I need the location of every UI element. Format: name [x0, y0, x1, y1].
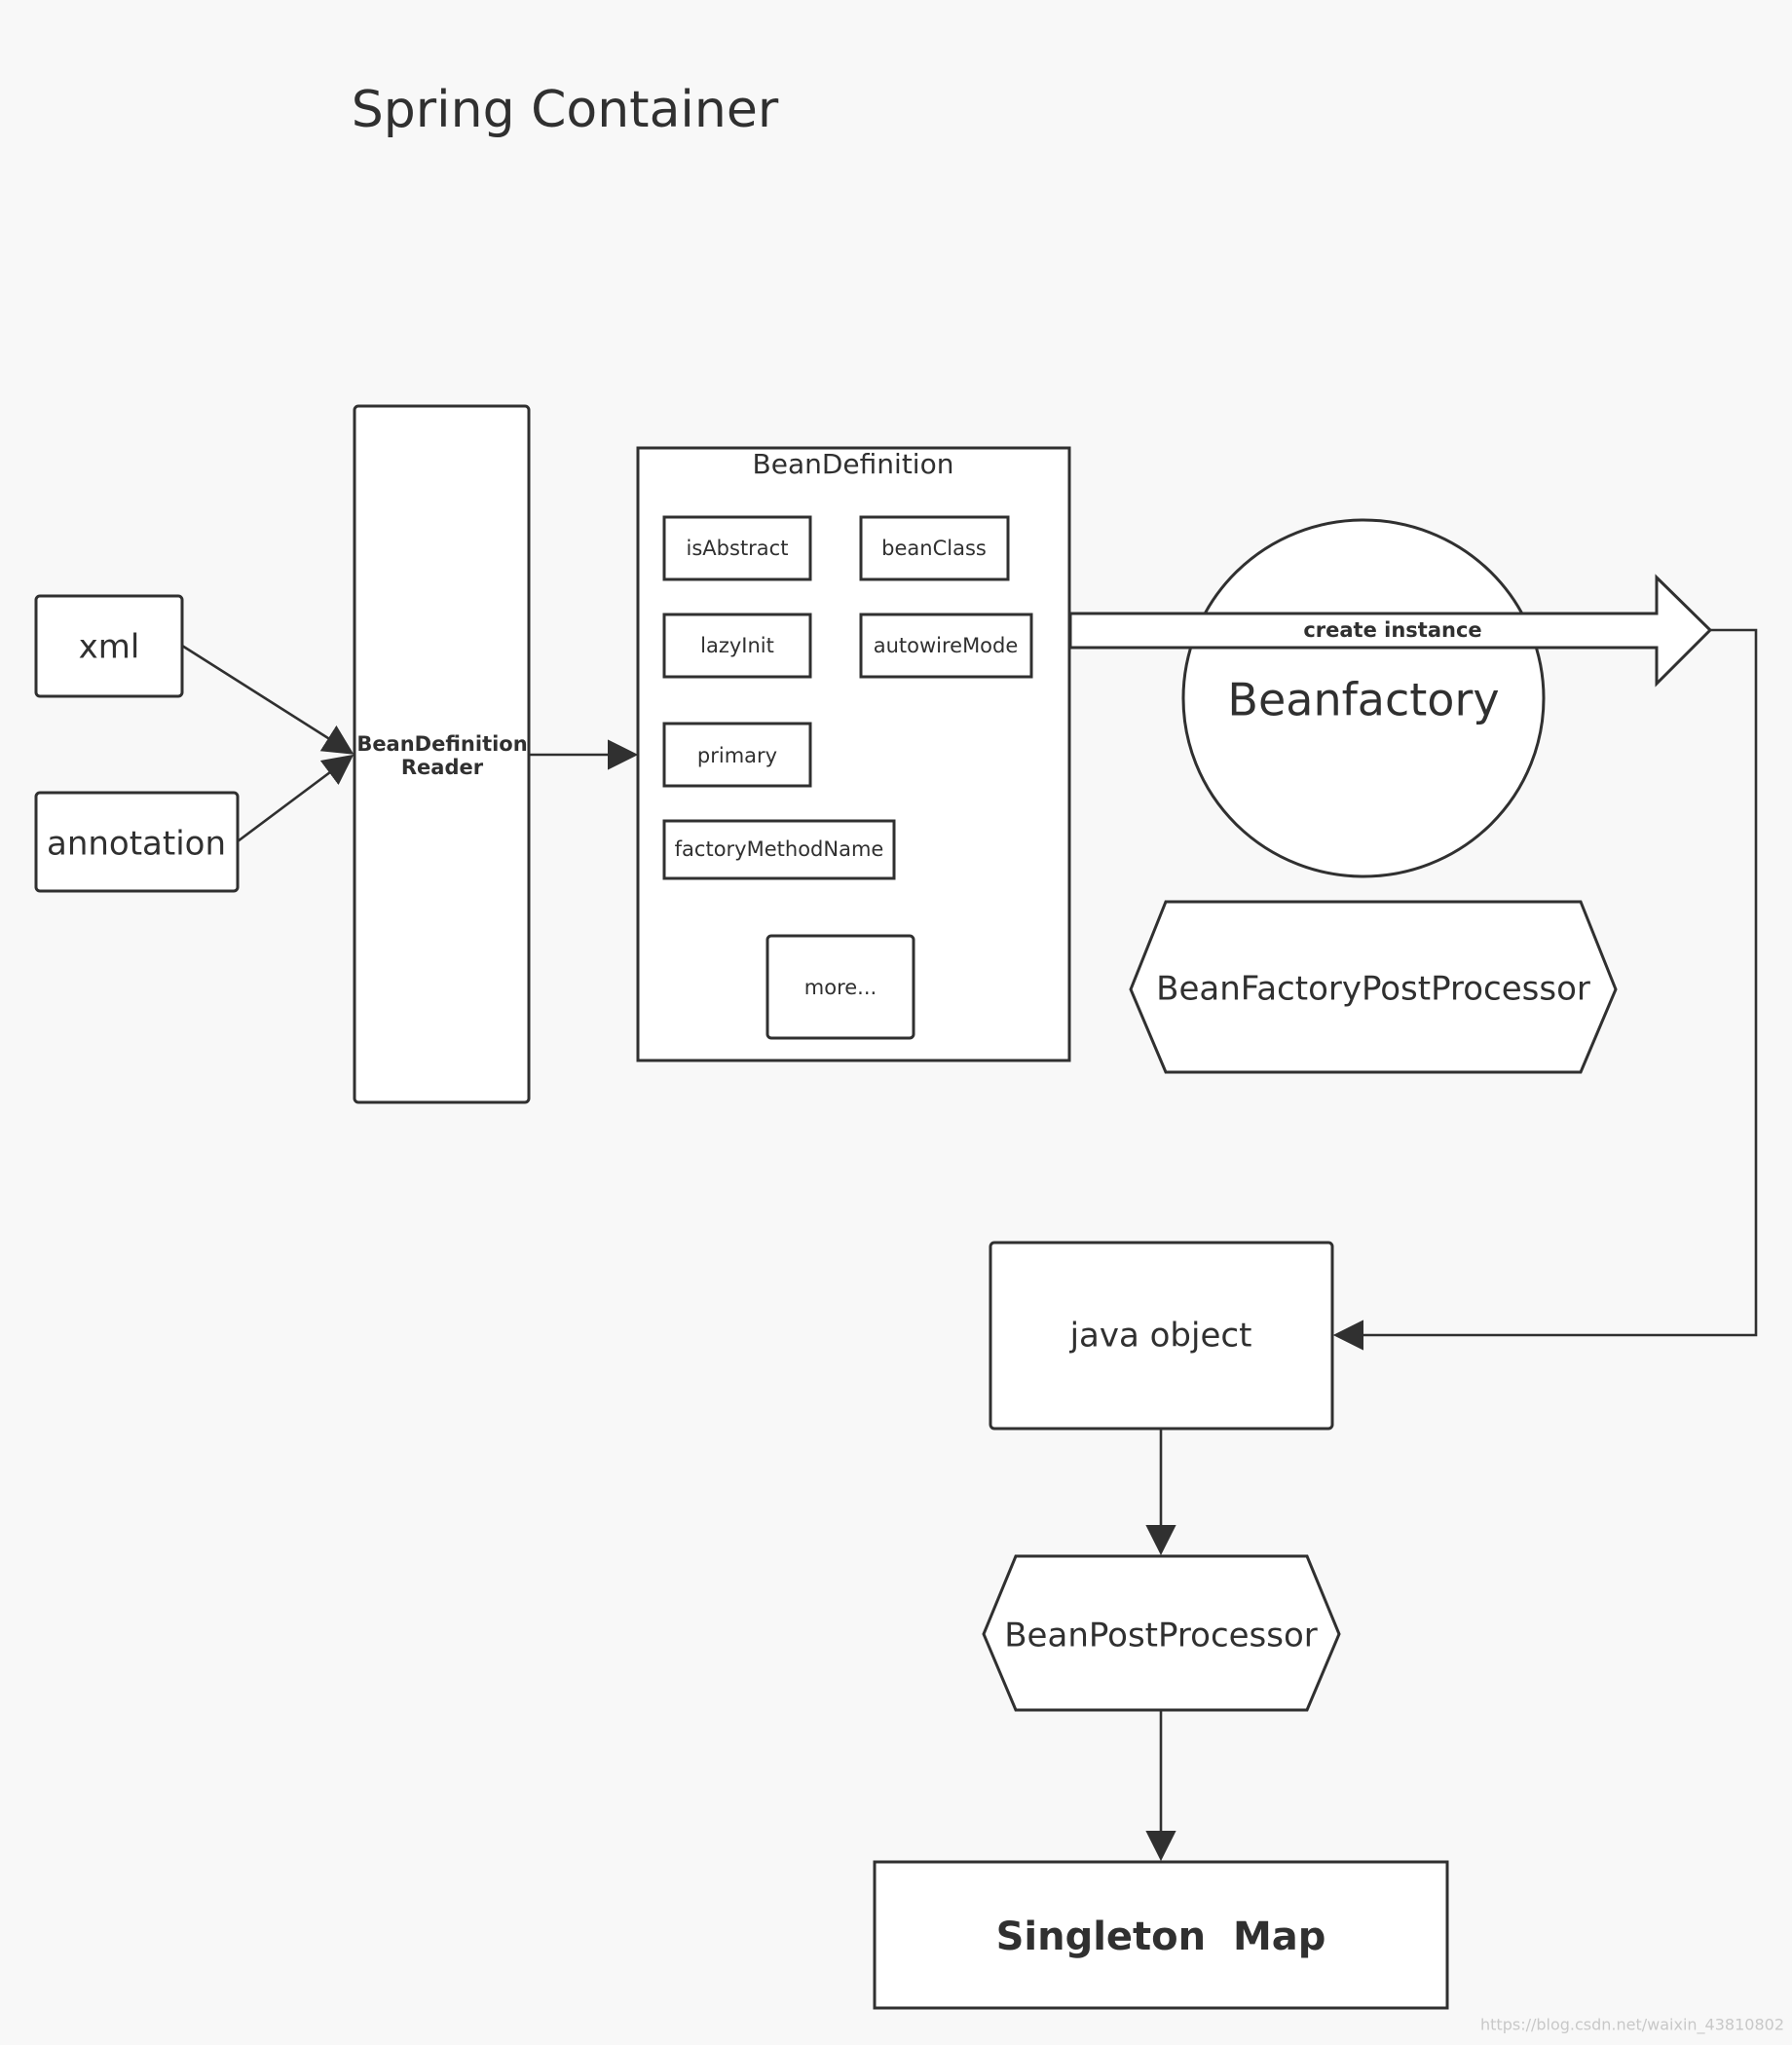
- factory-method-name-field: factoryMethodName: [662, 819, 896, 880]
- bean-definition-node: BeanDefinition isAbstract beanClass lazy…: [636, 446, 1071, 1062]
- bean-factory-label: Beanfactory: [1227, 674, 1499, 726]
- bean-class-field: beanClass: [859, 515, 1010, 581]
- bean-class-field-label: beanClass: [881, 537, 987, 560]
- factory-method-name-field-label: factoryMethodName: [675, 837, 884, 861]
- singleton-map-box: [873, 1860, 1449, 2010]
- xml-source-node: xml: [34, 594, 184, 698]
- annotation-to-reader-arrow: [237, 754, 355, 843]
- create-instance-arrow: create instance: [1068, 574, 1713, 688]
- bean-factory-circle: [1181, 518, 1546, 878]
- more-field-box: [765, 934, 915, 1040]
- primary-field: primary: [662, 722, 812, 788]
- autowire-mode-field: autowireMode: [859, 613, 1033, 679]
- autowire-mode-field-box: [859, 613, 1033, 679]
- java-object-label: java object: [1069, 1317, 1252, 1356]
- annotation-source-node: annotation: [34, 791, 240, 893]
- bean-definition-reader-label-line-2: Reader: [401, 756, 484, 779]
- annotation-source-label: annotation: [47, 825, 226, 864]
- bean-factory-post-processor-node: BeanFactoryPostProcessor: [1129, 900, 1618, 1074]
- create-instance-to-java-object-connector: [1332, 628, 1758, 1351]
- bean-factory-post-processor-label: BeanFactoryPostProcessor: [1156, 970, 1590, 1009]
- is-abstract-field-label: isAbstract: [687, 537, 789, 560]
- bean-factory-node: Beanfactory: [1181, 518, 1546, 878]
- more-field-label: more...: [804, 976, 877, 999]
- create-instance-arrow-shape: [1068, 574, 1713, 688]
- bean-definition-title: BeanDefinition: [753, 448, 954, 480]
- bean-definition-reader-node: BeanDefinition Reader: [353, 404, 531, 1104]
- bean-class-field-box: [859, 515, 1010, 581]
- xml-to-reader-arrow: [181, 644, 355, 755]
- xml-source-label: xml: [79, 628, 140, 667]
- primary-field-box: [662, 722, 812, 788]
- diagram-title: Spring Container: [352, 81, 779, 139]
- bean-definition-reader-label-line-1: BeanDefinition: [356, 732, 527, 756]
- bean-post-processor-node: BeanPostProcessor: [982, 1554, 1341, 1712]
- is-abstract-field-box: [662, 515, 812, 581]
- source-watermark: https://blog.csdn.net/waixin_43810802: [1480, 2016, 1784, 2035]
- lazy-init-field-label: lazyInit: [700, 634, 774, 657]
- bean-post-processor-label: BeanPostProcessor: [1004, 1617, 1318, 1655]
- bean-factory-post-processor-hexagon: [1129, 900, 1618, 1074]
- annotation-source-box: [34, 791, 240, 893]
- is-abstract-field: isAbstract: [662, 515, 812, 581]
- lazy-init-field-box: [662, 613, 812, 679]
- lazy-init-field: lazyInit: [662, 613, 812, 679]
- create-instance-label: create instance: [1303, 618, 1481, 642]
- singleton-map-node: Singleton Map: [873, 1860, 1449, 2010]
- primary-field-label: primary: [697, 744, 777, 767]
- factory-method-name-field-box: [662, 819, 896, 880]
- singleton-map-label: Singleton Map: [996, 1915, 1326, 1959]
- autowire-mode-field-label: autowireMode: [874, 634, 1019, 657]
- java-object-node: java object: [989, 1241, 1334, 1431]
- more-field: more...: [765, 934, 915, 1040]
- bean-post-processor-hexagon: [982, 1554, 1341, 1712]
